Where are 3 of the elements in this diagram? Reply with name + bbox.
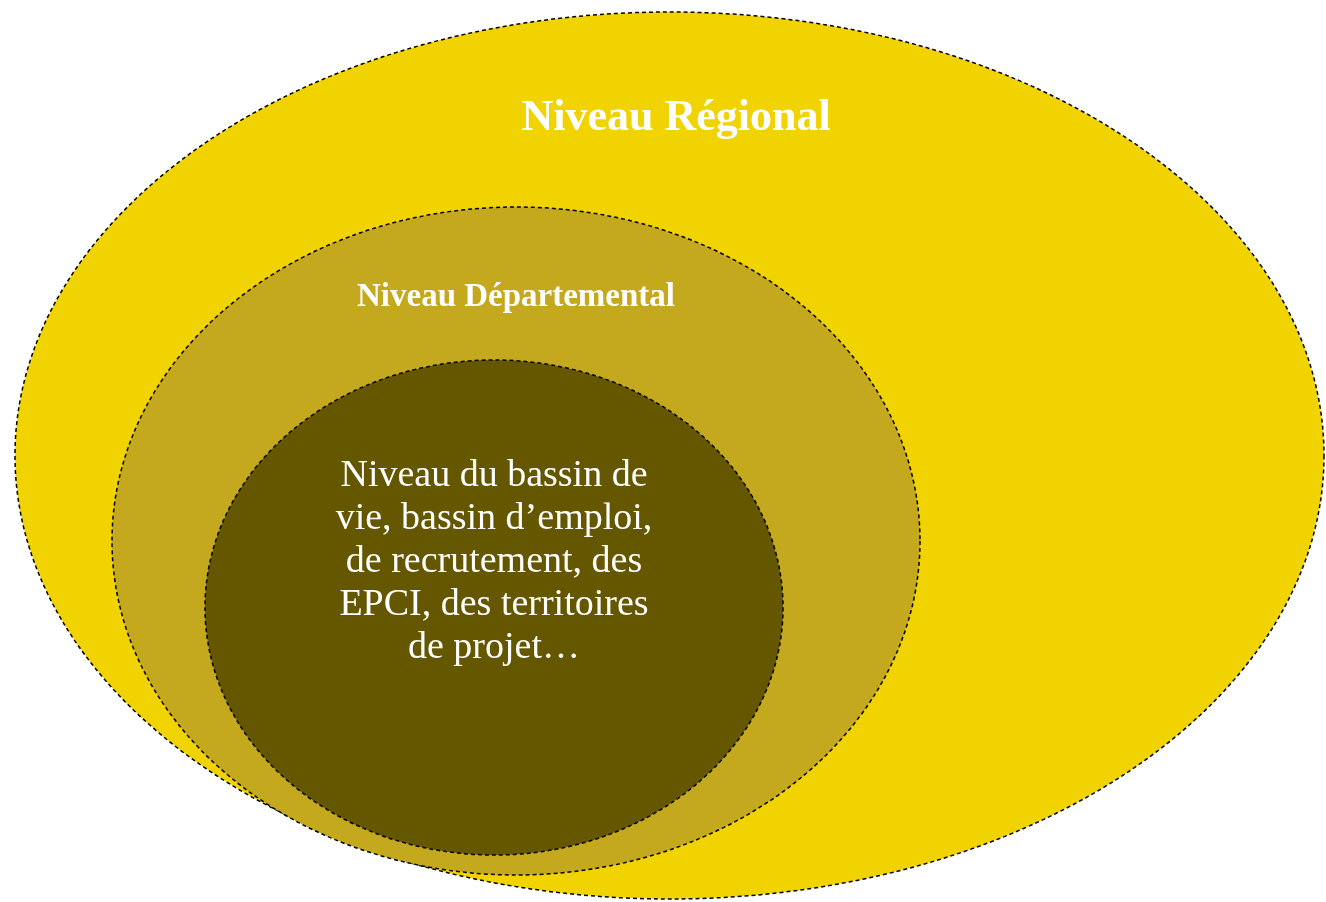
- zone-label: Niveau Départemental: [356, 276, 676, 315]
- zone-label: Niveau Régional: [520, 90, 832, 142]
- zone-label: Niveau du bassin de vie, bassin d’emploi, de recrutement, des EPCI, des territoires de projet…: [334, 452, 654, 667]
